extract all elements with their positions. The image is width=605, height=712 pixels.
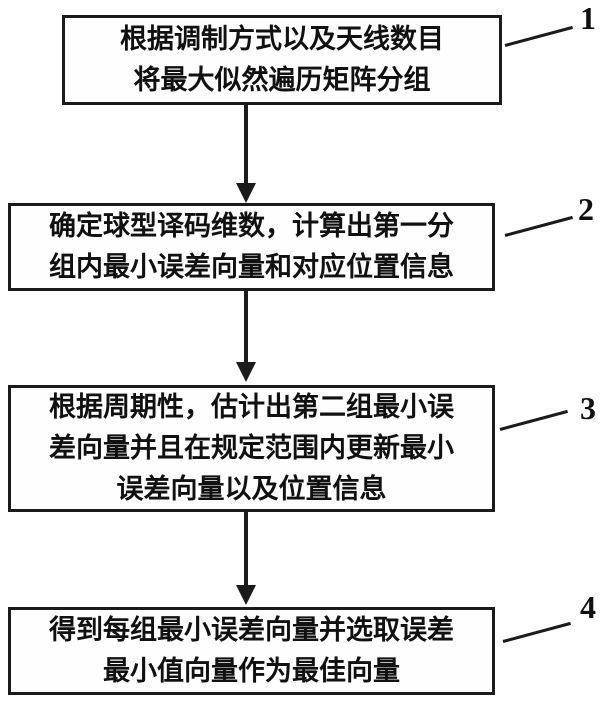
flow-box-2-line-2: 组内最小误差向量和对应位置信息	[49, 252, 454, 282]
step-number-1: 1	[580, 0, 596, 36]
flow-box-3-line-1: 根据周期性，估计出第二组最小误	[49, 392, 454, 422]
leader-line-2	[504, 215, 574, 237]
step-number-2: 2	[578, 191, 594, 227]
flow-box-step-2: 确定球型译码维数，计算出第一分 组内最小误差向量和对应位置信息	[8, 203, 495, 291]
flow-box-1-line-2: 将最大似然遍历矩阵分组	[133, 65, 431, 95]
flow-box-3-line-3: 误差向量以及位置信息	[116, 474, 387, 504]
arrow-3-head-icon	[236, 585, 256, 605]
leader-line-1	[504, 25, 574, 47]
arrow-3-line	[244, 512, 248, 587]
flow-box-1-line-1: 根据调制方式以及天线数目	[120, 24, 444, 54]
flow-box-3-line-2: 差向量并且在规定范围内更新最小	[49, 433, 454, 463]
flow-box-4-line-2: 最小值向量作为最佳向量	[103, 656, 400, 686]
flow-box-4-line-1: 得到每组最小误差向量并选取误差	[49, 615, 454, 645]
flow-box-step-3: 根据周期性，估计出第二组最小误 差向量并且在规定范围内更新最小 误差向量以及位置…	[8, 385, 495, 512]
leader-line-4	[502, 621, 572, 643]
step-number-3: 3	[580, 390, 596, 426]
arrow-2-line	[244, 291, 248, 364]
flow-box-step-4: 得到每组最小误差向量并选取误差 最小值向量作为最佳向量	[8, 607, 495, 695]
arrow-2-head-icon	[236, 362, 256, 382]
flow-box-step-1: 根据调制方式以及天线数目 将最大似然遍历矩阵分组	[62, 15, 502, 105]
leader-line-3	[499, 409, 569, 431]
arrow-1-line	[244, 105, 248, 185]
flow-box-2-line-1: 确定球型译码维数，计算出第一分	[49, 211, 454, 241]
step-number-4: 4	[580, 589, 596, 625]
arrow-1-head-icon	[236, 183, 256, 203]
